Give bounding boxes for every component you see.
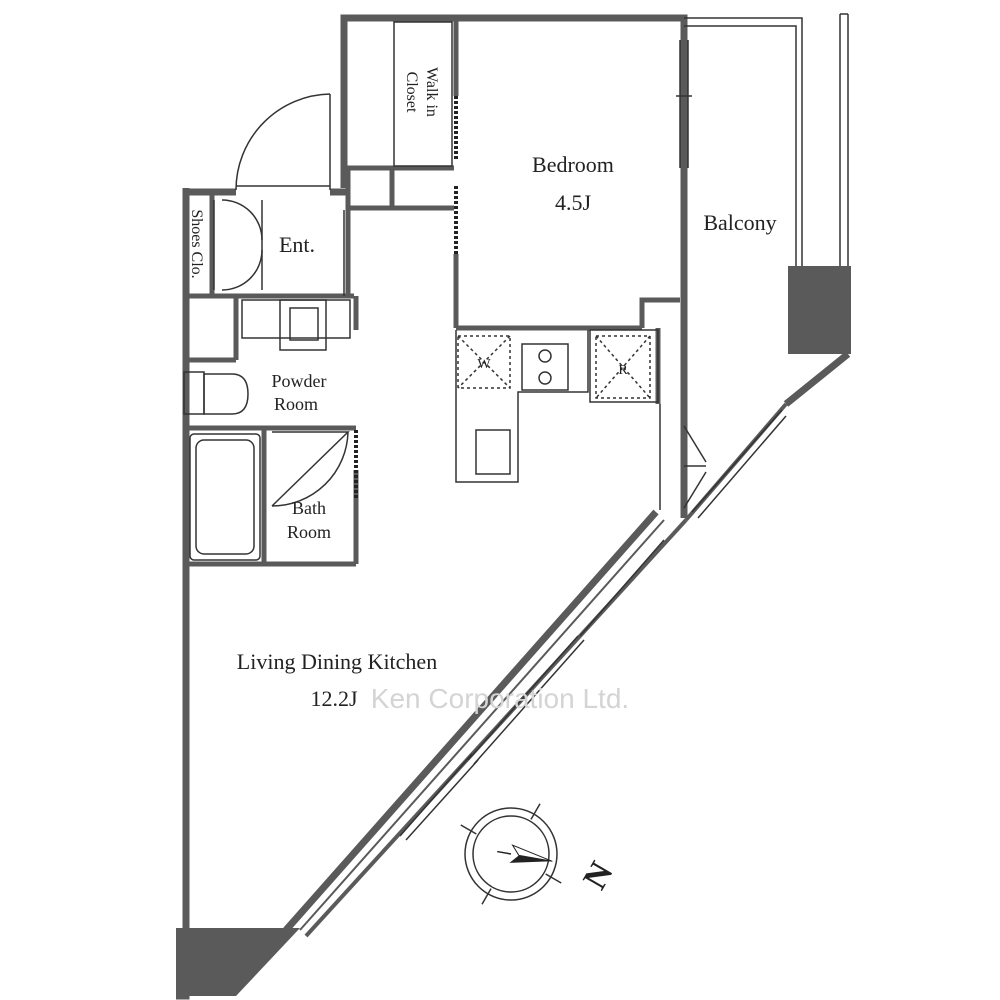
compass-north-label: N xyxy=(576,855,621,895)
bath-room-line1: Bath xyxy=(292,498,326,518)
shoes-closet-text: Shoes Clo. xyxy=(188,209,205,278)
compass: N xyxy=(460,803,621,905)
sw-corner-column xyxy=(176,928,300,996)
bedroom-window xyxy=(676,40,692,168)
balcony-label: Balcony xyxy=(703,210,776,235)
facade-windows xyxy=(399,409,787,841)
balcony-rail xyxy=(684,13,849,266)
thin-walls xyxy=(213,21,661,510)
powder-room-line2: Room xyxy=(274,394,318,414)
compass-needle-icon xyxy=(497,844,553,863)
fixtures xyxy=(183,299,659,561)
walk-in-closet-line2: Closet xyxy=(403,72,420,113)
washer-label: W xyxy=(477,357,491,372)
balcony-door[interactable] xyxy=(683,425,707,509)
ldk-size: 12.2J xyxy=(310,686,358,711)
walk-in-closet-label: Walk in Closet xyxy=(403,67,440,117)
stove xyxy=(521,343,569,391)
bedroom-name: Bedroom xyxy=(532,152,614,177)
ldk-name: Living Dining Kitchen xyxy=(237,649,437,674)
fridge-space xyxy=(595,335,651,399)
outer-wall-north xyxy=(340,14,688,518)
balcony-column xyxy=(788,266,851,354)
sliding-doors[interactable] xyxy=(354,96,458,498)
bath-room-line2: Room xyxy=(287,522,331,542)
bedroom-size: 4.5J xyxy=(555,190,592,215)
pipe-shaft xyxy=(639,297,680,328)
compass-n-text: N xyxy=(576,855,621,895)
washbasin xyxy=(241,299,351,339)
powder-room-line1: Powder xyxy=(272,371,327,391)
entrance-label: Ent. xyxy=(279,232,315,257)
kitchen-counter xyxy=(455,330,589,483)
outer-wall-west xyxy=(176,188,190,1000)
entrance-door[interactable] xyxy=(235,93,331,191)
shoes-closet-label: Shoes Clo. xyxy=(188,209,205,278)
walk-in-closet-line1: Walk in xyxy=(423,67,440,117)
fridge-label: R xyxy=(618,363,628,378)
watermark: Ken Corporation Ltd. xyxy=(371,683,629,714)
washer-space xyxy=(457,335,511,389)
toilet-bowl xyxy=(203,373,249,415)
bathtub xyxy=(189,433,261,561)
shoes-closet-doors[interactable] xyxy=(221,199,263,291)
interior-walls xyxy=(186,18,680,567)
